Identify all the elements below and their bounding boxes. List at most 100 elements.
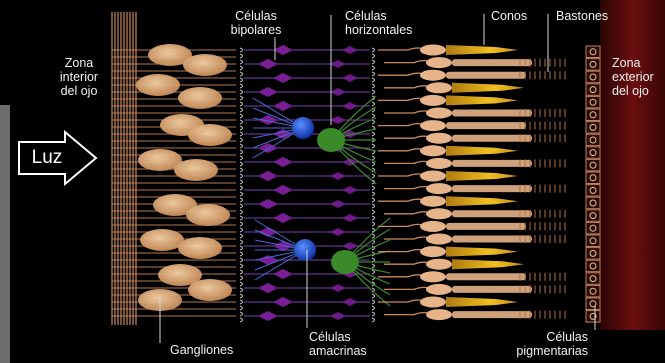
photoreceptor-nucleus xyxy=(426,234,452,245)
synapse-mark xyxy=(240,48,243,52)
bipolar-cell xyxy=(330,312,346,320)
synapse-mark xyxy=(372,312,375,316)
synapse-mark xyxy=(372,210,375,214)
synapse-mark xyxy=(240,222,243,226)
photoreceptor-nucleus xyxy=(420,271,446,282)
photoreceptor-nucleus xyxy=(426,284,452,295)
photoreceptor-nucleus xyxy=(420,145,446,156)
synapse-mark xyxy=(372,54,375,58)
bipolar-cell xyxy=(258,199,278,209)
synapse-mark xyxy=(372,234,375,238)
label-ganglionares: Gangliones xyxy=(170,343,260,357)
synapse-mark xyxy=(372,72,375,76)
bipolar-cell xyxy=(330,200,346,208)
photoreceptor-nucleus xyxy=(420,45,446,56)
photoreceptor-nucleus xyxy=(426,208,452,219)
horizontal-cell xyxy=(331,250,359,274)
synapse-mark xyxy=(240,312,243,316)
cone-outer-segment xyxy=(446,171,518,181)
ganglion-cell-layer xyxy=(136,44,232,311)
synapse-mark xyxy=(372,48,375,52)
bipolar-cell xyxy=(273,157,293,167)
synapse-mark xyxy=(240,240,243,244)
synapse-mark xyxy=(372,222,375,226)
label-zona-interior: Zona interior del ojo xyxy=(50,56,108,98)
photoreceptor-nucleus xyxy=(420,171,446,182)
synapse-mark xyxy=(240,138,243,142)
synapse-mark xyxy=(240,216,243,220)
synapse-mark xyxy=(240,246,243,250)
label-celulas-pigmentarias: Células pigmentarias xyxy=(486,330,588,358)
synapse-mark xyxy=(240,120,243,124)
bipolar-cell xyxy=(342,214,358,222)
cone-outer-segment xyxy=(446,146,518,156)
synapse-mark xyxy=(240,156,243,160)
synapse-mark xyxy=(372,66,375,70)
synapse-mark xyxy=(240,210,243,214)
synapse-mark xyxy=(240,78,243,82)
ganglion-cell xyxy=(178,87,222,109)
synapse-mark xyxy=(240,126,243,130)
pigment-cell xyxy=(586,285,600,297)
pigment-cell xyxy=(586,298,600,310)
pigment-cell xyxy=(586,122,600,134)
synapse-mark xyxy=(372,60,375,64)
synapse-mark xyxy=(240,96,243,100)
synapse-mark xyxy=(372,156,375,160)
pigment-cell xyxy=(586,235,600,247)
photoreceptor-nucleus xyxy=(426,259,452,270)
synapse-mark xyxy=(240,270,243,274)
photoreceptor-nucleus xyxy=(426,158,452,169)
pigment-cell xyxy=(586,248,600,260)
ganglion-cell xyxy=(183,54,227,76)
cone-outer-segment xyxy=(452,83,524,93)
photoreceptor-nucleus xyxy=(426,133,452,144)
synapse-mark xyxy=(240,276,243,280)
pigment-cell xyxy=(586,71,600,83)
synapse-mark xyxy=(372,162,375,166)
bipolar-cell xyxy=(273,213,293,223)
amacrine-cell xyxy=(292,117,314,139)
pigment-cell xyxy=(586,96,600,108)
bipolar-cell xyxy=(342,46,358,54)
photoreceptor-nucleus xyxy=(426,108,452,119)
photoreceptor-nucleus xyxy=(420,120,446,131)
synapse-mark xyxy=(372,78,375,82)
synapse-mark xyxy=(372,84,375,88)
synapse-mark xyxy=(240,162,243,166)
synapse-mark xyxy=(240,306,243,310)
bipolar-cell xyxy=(273,73,293,83)
synapse-mark xyxy=(240,282,243,286)
synapse-mark xyxy=(372,90,375,94)
ganglion-cell xyxy=(188,279,232,301)
photoreceptor-nucleus xyxy=(426,82,452,93)
photoreceptor-nucleus xyxy=(420,297,446,308)
label-zona-exterior: Zona exterior del ojo xyxy=(612,56,664,98)
synapse-mark xyxy=(240,54,243,58)
bipolar-cell xyxy=(273,101,293,111)
bipolar-cell xyxy=(273,269,293,279)
synapse-mark xyxy=(240,108,243,112)
photoreceptor-nucleus xyxy=(420,221,446,232)
synapse-mark xyxy=(372,270,375,274)
synapse-mark xyxy=(240,102,243,106)
rod-inner-segment xyxy=(446,273,526,280)
ganglion-cell xyxy=(188,124,232,146)
synapse-mark xyxy=(372,204,375,208)
pigment-cell xyxy=(586,159,600,171)
synapse-mark xyxy=(240,252,243,256)
pigment-cell xyxy=(586,134,600,146)
synapse-mark xyxy=(372,192,375,196)
ganglion-cell xyxy=(140,229,184,251)
photoreceptor-layer xyxy=(378,45,565,321)
synapse-mark xyxy=(372,306,375,310)
label-bastones: Bastones xyxy=(556,9,616,23)
bipolar-cell xyxy=(342,102,358,110)
bipolar-cell xyxy=(342,186,358,194)
synapse-mark xyxy=(372,120,375,124)
synapse-mark xyxy=(372,264,375,268)
rod-inner-segment xyxy=(446,72,526,79)
pigment-cell xyxy=(586,172,600,184)
synapse-mark xyxy=(372,294,375,298)
